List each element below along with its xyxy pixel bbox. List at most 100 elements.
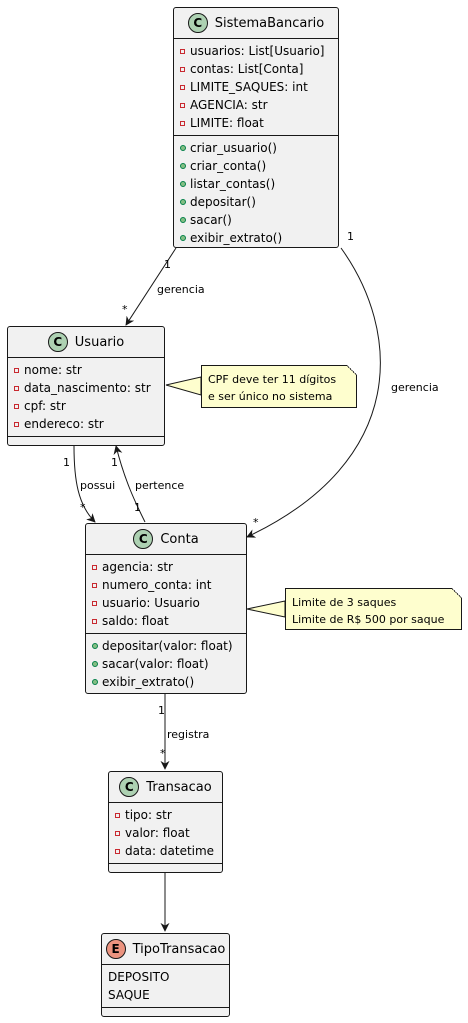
- attribute-text: data: datetime: [125, 844, 215, 858]
- edge-sistema-usuario-label: gerencia: [157, 283, 205, 296]
- private-visibility-icon: [14, 421, 19, 427]
- private-visibility-icon: [180, 66, 185, 72]
- private-visibility-icon: [92, 600, 97, 606]
- method-row: listar_contas(): [180, 175, 338, 193]
- edge-conta-usuario-label: pertence: [135, 479, 184, 492]
- attribute-text: data_nascimento: str: [24, 381, 151, 395]
- edge-sistema-conta-label: gerencia: [391, 381, 439, 394]
- literals-section: DEPOSITO SAQUE: [102, 965, 229, 1008]
- attribute-row: nome: str: [14, 361, 164, 379]
- attribute-row: valor: float: [115, 824, 222, 842]
- attribute-text: contas: List[Conta]: [190, 62, 304, 76]
- note-line: Limite de R$ 500 por saque: [292, 613, 445, 626]
- attribute-row: LIMITE: float: [180, 114, 338, 132]
- enum-header: E TipoTransacao: [102, 934, 229, 965]
- method-row: criar_conta(): [180, 157, 338, 175]
- method-text: listar_contas(): [190, 177, 276, 191]
- method-text: exibir_extrato(): [190, 231, 283, 245]
- method-text: sacar(): [190, 213, 232, 227]
- attribute-text: valor: float: [125, 826, 190, 840]
- public-visibility-icon: [180, 145, 186, 151]
- attribute-text: LIMITE_SAQUES: int: [190, 80, 308, 94]
- private-visibility-icon: [115, 848, 120, 854]
- public-visibility-icon: [92, 661, 98, 667]
- methods-section: [102, 1008, 229, 1017]
- edge-conta-transacao-from-mult: 1: [158, 704, 165, 717]
- attribute-row: numero_conta: int: [92, 576, 246, 594]
- class-header: C Conta: [86, 524, 246, 555]
- class-conta[interactable]: C Conta agencia: str numero_conta: int u…: [85, 523, 247, 694]
- method-row: exibir_extrato(): [180, 229, 338, 247]
- edge-usuario-conta-label: possui: [80, 479, 115, 492]
- edge-conta-transacao-to-mult: *: [160, 747, 166, 760]
- class-transacao[interactable]: C Transacao tipo: str valor: float data:…: [108, 771, 223, 873]
- attribute-text: nome: str: [24, 363, 82, 377]
- attribute-row: LIMITE_SAQUES: int: [180, 78, 338, 96]
- private-visibility-icon: [14, 385, 19, 391]
- attribute-row: usuarios: List[Usuario]: [180, 42, 338, 60]
- note-conta-connector: [246, 600, 286, 618]
- edge-usuario-conta: [73, 445, 96, 523]
- edge-sistema-usuario-from-mult: 1: [164, 258, 171, 271]
- edge-conta-usuario: [113, 445, 146, 523]
- public-visibility-icon: [180, 217, 186, 223]
- private-visibility-icon: [180, 102, 185, 108]
- private-visibility-icon: [14, 403, 19, 409]
- class-header: C Usuario: [8, 327, 164, 358]
- attribute-row: data_nascimento: str: [14, 379, 164, 397]
- private-visibility-icon: [180, 48, 185, 54]
- note-line: e ser único no sistema: [208, 390, 333, 403]
- enum-literal: DEPOSITO: [108, 970, 170, 984]
- attribute-text: AGENCIA: str: [190, 98, 268, 112]
- private-visibility-icon: [92, 618, 97, 624]
- public-visibility-icon: [92, 679, 98, 685]
- attribute-text: numero_conta: int: [102, 578, 212, 592]
- attributes-section: tipo: str valor: float data: datetime: [109, 803, 222, 864]
- attribute-row: cpf: str: [14, 397, 164, 415]
- private-visibility-icon: [180, 120, 185, 126]
- class-badge-icon: C: [47, 332, 68, 352]
- methods-section: depositar(valor: float) sacar(valor: flo…: [86, 634, 246, 694]
- note-line: CPF deve ter 11 dígitos: [208, 373, 337, 386]
- note-conta: Limite de 3 saques Limite de R$ 500 por …: [285, 588, 462, 630]
- attribute-text: usuarios: List[Usuario]: [190, 44, 325, 58]
- class-name: Usuario: [74, 334, 125, 350]
- class-badge-icon: C: [119, 777, 140, 797]
- private-visibility-icon: [92, 582, 97, 588]
- edge-sistema-usuario: [125, 247, 177, 326]
- private-visibility-icon: [92, 564, 97, 570]
- attribute-text: tipo: str: [125, 808, 172, 822]
- attribute-text: LIMITE: float: [190, 116, 264, 130]
- note-line: Limite de 3 saques: [292, 596, 397, 609]
- attributes-section: agencia: str numero_conta: int usuario: …: [86, 555, 246, 634]
- private-visibility-icon: [115, 830, 120, 836]
- class-badge-icon: C: [133, 529, 154, 549]
- class-name: Transacao: [146, 779, 212, 795]
- attribute-row: data: datetime: [115, 842, 222, 860]
- attribute-row: tipo: str: [115, 806, 222, 824]
- private-visibility-icon: [14, 367, 19, 373]
- methods-section: [8, 437, 164, 446]
- method-row: exibir_extrato(): [92, 673, 246, 691]
- class-name: SistemaBancario: [214, 15, 325, 31]
- method-text: exibir_extrato(): [102, 675, 195, 689]
- edge-conta-transacao-label: registra: [167, 728, 209, 741]
- class-usuario[interactable]: C Usuario nome: str data_nascimento: str…: [7, 326, 165, 446]
- enum-badge-icon: E: [105, 939, 126, 959]
- attributes-section: usuarios: List[Usuario] contas: List[Con…: [174, 39, 338, 136]
- method-row: sacar(): [180, 211, 338, 229]
- public-visibility-icon: [180, 235, 186, 241]
- methods-section: criar_usuario() criar_conta() listar_con…: [174, 136, 338, 250]
- attribute-row: agencia: str: [92, 558, 246, 576]
- method-row: sacar(valor: float): [92, 655, 246, 673]
- edge-sistema-conta: [246, 247, 381, 538]
- edge-usuario-conta-from-mult: 1: [63, 456, 70, 469]
- enum-tipo-transacao[interactable]: E TipoTransacao DEPOSITO SAQUE: [101, 933, 230, 1017]
- note-usuario-connector: [165, 376, 202, 396]
- class-sistema-bancario[interactable]: C SistemaBancario usuarios: List[Usuario…: [173, 7, 339, 248]
- class-badge-icon: C: [187, 13, 208, 33]
- method-text: depositar(valor: float): [102, 639, 233, 653]
- class-header: C Transacao: [109, 772, 222, 803]
- attribute-row: AGENCIA: str: [180, 96, 338, 114]
